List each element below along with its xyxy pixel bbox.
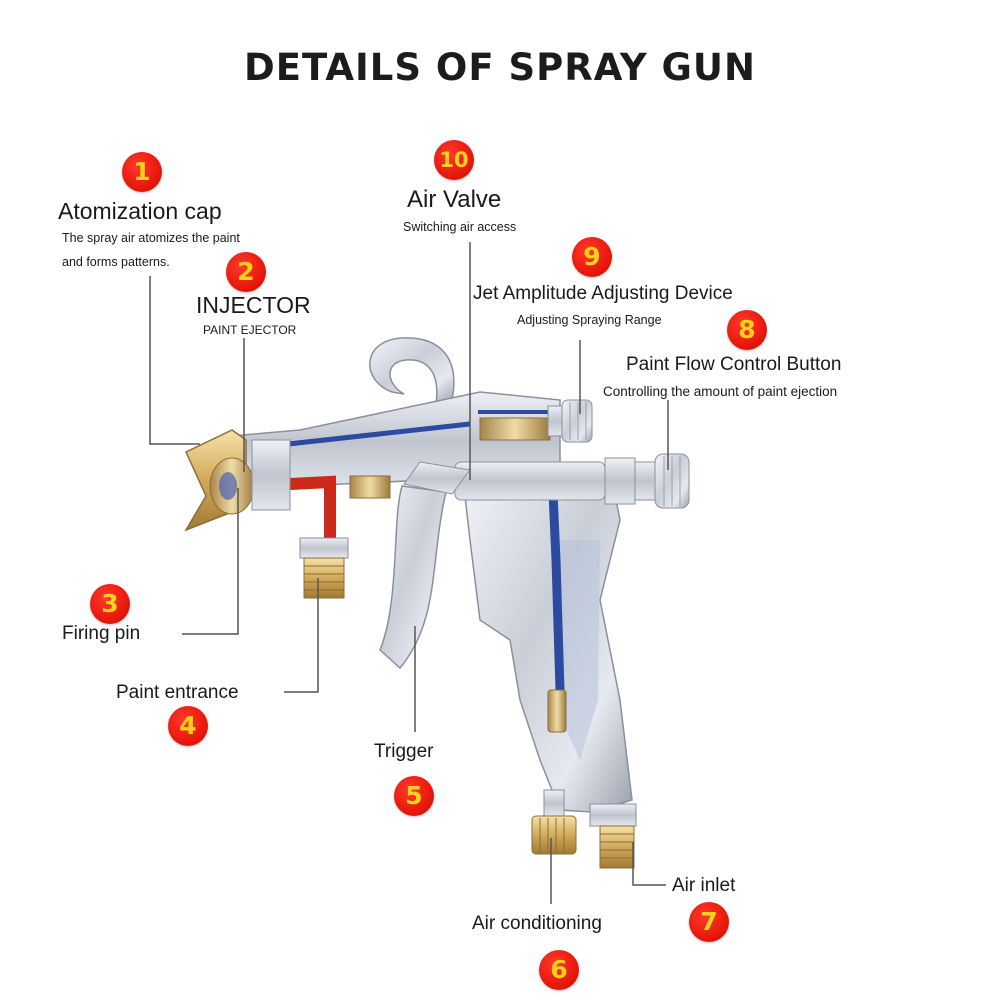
- badge-1: 1: [122, 152, 162, 192]
- leader-line-1: [149, 276, 200, 445]
- label-paint-flow-control-button: Paint Flow Control Button: [626, 354, 842, 375]
- label-air-inlet: Air inlet: [672, 875, 736, 896]
- desc-paint-flow-control-button: Controlling the amount of paint ejection: [603, 384, 838, 399]
- badge-9: 9: [572, 237, 612, 277]
- label-injector: INJECTOR: [196, 292, 311, 318]
- badge-6: 6: [539, 950, 579, 990]
- badge-8: 8: [727, 310, 767, 350]
- jet-amplitude-knob: [547, 399, 593, 443]
- label-air-conditioning: Air conditioning: [472, 913, 602, 934]
- label-atomization-cap: Atomization cap: [58, 198, 222, 224]
- desc-atomization-cap-line1: The spray air atomizes the paint: [62, 231, 240, 245]
- desc-atomization-cap-line2: and forms patterns.: [62, 255, 170, 269]
- desc-injector: PAINT EJECTOR: [203, 323, 297, 337]
- desc-air-valve: Switching air access: [403, 220, 517, 234]
- badge-4: 4: [168, 706, 208, 746]
- badge-7: 7: [689, 902, 729, 942]
- paint-entrance-fitting: [299, 537, 349, 599]
- paint-flow-knob: [634, 453, 690, 509]
- badge-3: 3: [90, 584, 130, 624]
- badge-10: 10: [434, 140, 474, 180]
- badge-5: 5: [394, 776, 434, 816]
- air-conditioning-knob: [531, 789, 577, 855]
- leader-line-4: [284, 578, 319, 693]
- air-inlet-fitting: [589, 803, 637, 869]
- label-air-valve: Air Valve: [407, 186, 502, 213]
- label-paint-entrance: Paint entrance: [116, 682, 239, 703]
- leader-line-7: [632, 842, 666, 886]
- badge-2: 2: [226, 252, 266, 292]
- gun-body: [231, 337, 636, 813]
- atomization-cap-art: [184, 429, 291, 532]
- desc-jet-amplitude-adjusting-device: Adjusting Spraying Range: [517, 313, 662, 327]
- label-firing-pin: Firing pin: [62, 623, 141, 644]
- page-title: DETAILS OF SPRAY GUN: [244, 46, 756, 89]
- label-trigger: Trigger: [374, 741, 434, 762]
- leader-lines: [149, 242, 669, 904]
- leader-line-3: [182, 488, 239, 635]
- label-jet-amplitude-adjusting-device: Jet Amplitude Adjusting Device: [473, 283, 733, 304]
